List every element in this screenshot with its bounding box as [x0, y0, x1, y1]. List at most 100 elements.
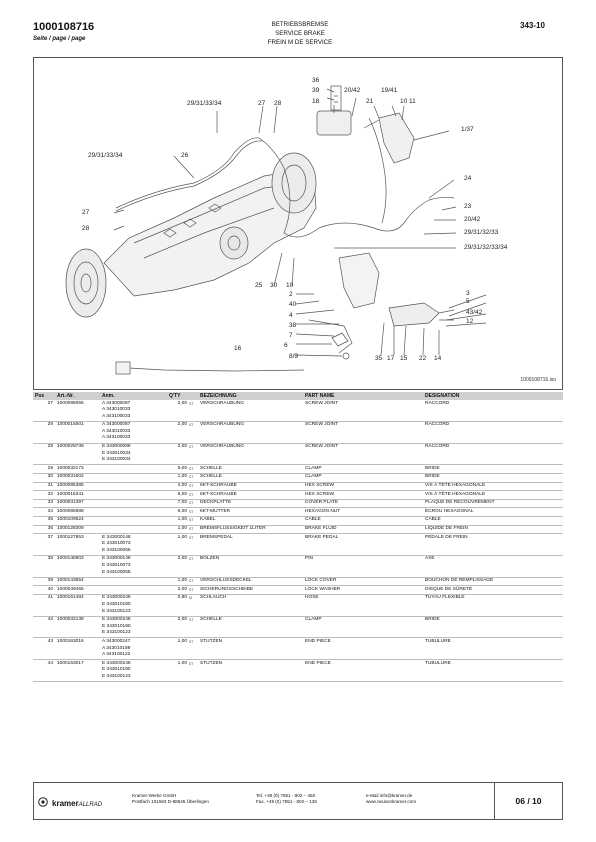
cell-qty: 6,00 — [177, 491, 187, 497]
cell-pos: 28 — [47, 444, 53, 450]
cell-unit: ST — [189, 579, 194, 584]
callout: 29/31/32/33/34 — [464, 244, 508, 251]
page-count: 06 / 10 — [494, 783, 562, 819]
cell-designation: RACCORD — [425, 400, 450, 406]
anm-line: E 343100055 — [102, 547, 131, 553]
title-english: SERVICE BRAKE — [275, 30, 325, 37]
cell-pos: 29 — [47, 465, 53, 471]
cell-art-nr: 1000161484 — [57, 595, 84, 601]
cell-qty: 1,00 — [177, 660, 187, 666]
cell-art-nr: 1000015341 — [57, 491, 84, 497]
header-qty: Q'TY — [167, 392, 198, 400]
callout: 6 — [284, 342, 288, 349]
cell-part-name: HEXAGON NUT — [305, 508, 341, 514]
cell-pos: 31 — [47, 483, 53, 489]
company-contact: e-Mail info@kramer.de www.neusonkramer.c… — [366, 783, 416, 819]
cell-qty: 2,00 — [177, 444, 187, 450]
cell-bezeichnung: 6KT-SCHRAUBE — [200, 483, 237, 489]
cell-designation: TUBULURE — [425, 638, 451, 644]
cell-designation: VIS À TÊTE HEXAGONALE — [425, 491, 486, 497]
cell-unit: ST — [189, 509, 194, 514]
cell-bezeichnung: SICHERUNGSSCHEIBE — [200, 586, 254, 592]
cell-unit: M — [189, 596, 192, 601]
callout: 29/31/33/34 — [187, 100, 222, 107]
cell-bezeichnung: VERSCHRAUBUNG — [200, 422, 244, 428]
website-link[interactable]: www.neusonkramer.com — [366, 799, 417, 804]
company-phone: Tel. +49 (0) 7551 - 802 – 450 Fax. +49 (… — [256, 783, 317, 819]
callout: 5 — [466, 298, 470, 305]
cell-unit: ST — [189, 527, 194, 531]
cell-art-nr: 1000032173 — [57, 465, 84, 471]
callout: 29/31/33/34 — [88, 152, 123, 159]
cell-designation: LIQUIDE DE FREIN — [425, 526, 468, 531]
callout: 20/42 — [464, 216, 481, 223]
cell-art-nr: 1000109524 — [57, 517, 84, 523]
cell-bezeichnung: BREMSPEDAL — [200, 534, 233, 540]
cell-unit: ST — [189, 518, 194, 523]
cell-art-nr: 1000146903 — [57, 556, 84, 562]
anm-line: A 343000247 — [102, 638, 131, 644]
cell-part-name: LOCK COVER — [305, 578, 337, 584]
cell-bezeichnung: STUTZEN — [200, 638, 223, 644]
parts-table: Pos Art.-Nr. Anm. Q'TY BEZEICHNUNG PART … — [33, 392, 563, 682]
cell-qty: 0,80 — [177, 595, 187, 601]
cell-bezeichnung: SCHELLE — [200, 617, 222, 623]
callout: 39 — [312, 87, 320, 94]
exploded-drawing: 36 39 18 20/42 21 19/41 10 11 1/37 29/31… — [33, 57, 563, 390]
callout: 36 — [312, 77, 320, 84]
callout: 28 — [82, 225, 90, 232]
cell-designation: RACCORD — [425, 422, 450, 428]
cell-art-nr: 1000032138 — [57, 617, 84, 623]
callout: 19/41 — [381, 87, 398, 94]
anm-line: E 343000148 — [102, 534, 131, 540]
cell-anm — [100, 491, 167, 500]
callout: 22 — [419, 355, 427, 362]
cell-designation: ÉCROU HEXAGONAL — [425, 508, 474, 514]
callout: 30 — [270, 282, 278, 289]
anm-line: A 343000087 — [102, 422, 131, 428]
email-link[interactable]: e-Mail info@kramer.de — [366, 793, 413, 798]
company-postal: Postfach 101563 D-88645 Überlingen — [132, 799, 209, 804]
anm-line: E 343100123 — [102, 630, 131, 636]
anm-line: A 343100033 — [102, 413, 131, 419]
cell-designation: TUBULURE — [425, 660, 451, 666]
cell-anm — [100, 473, 167, 482]
cell-bezeichnung: BOLZEN — [200, 556, 220, 562]
cell-art-nr: 1000163016 — [57, 638, 84, 644]
cell-art-nr: 1000085386 — [57, 483, 84, 489]
cell-qty: 1,00 — [177, 638, 187, 644]
callout: 17 — [387, 355, 395, 362]
cell-part-name: SCREW JOINT — [305, 422, 339, 428]
callout: 21 — [366, 98, 374, 105]
cell-unit: ST — [189, 557, 194, 562]
callout: 20/42 — [344, 87, 361, 94]
anm-line: E 343000248 — [102, 595, 131, 601]
cell-pos: 33 — [47, 500, 53, 506]
title-french: FREIN M DE SERVICE — [267, 39, 333, 46]
title-german: BETRIEBSBREMSE — [271, 21, 329, 28]
cell-pos: 43 — [47, 638, 53, 644]
drawing-reference: 1000108716.iso — [520, 377, 556, 383]
cell-art-nr: 1000015501 — [57, 422, 84, 428]
cell-part-name: END PIECE — [305, 660, 331, 666]
anm-line: A 343000087 — [102, 400, 131, 406]
cell-anm — [100, 499, 167, 508]
callout: 35 — [375, 355, 383, 362]
page-subtitle: Seite / page / page — [33, 36, 86, 42]
cell-qty: 1,00 — [177, 578, 187, 584]
cell-art-nr: 1000143654 — [57, 578, 84, 584]
cell-unit: ST — [189, 492, 194, 497]
cell-unit: ST — [189, 535, 194, 540]
cell-part-name: SCREW JOINT — [305, 400, 339, 406]
fax-number: Fax. +49 (0) 7551 - 802 – 136 — [256, 799, 317, 804]
